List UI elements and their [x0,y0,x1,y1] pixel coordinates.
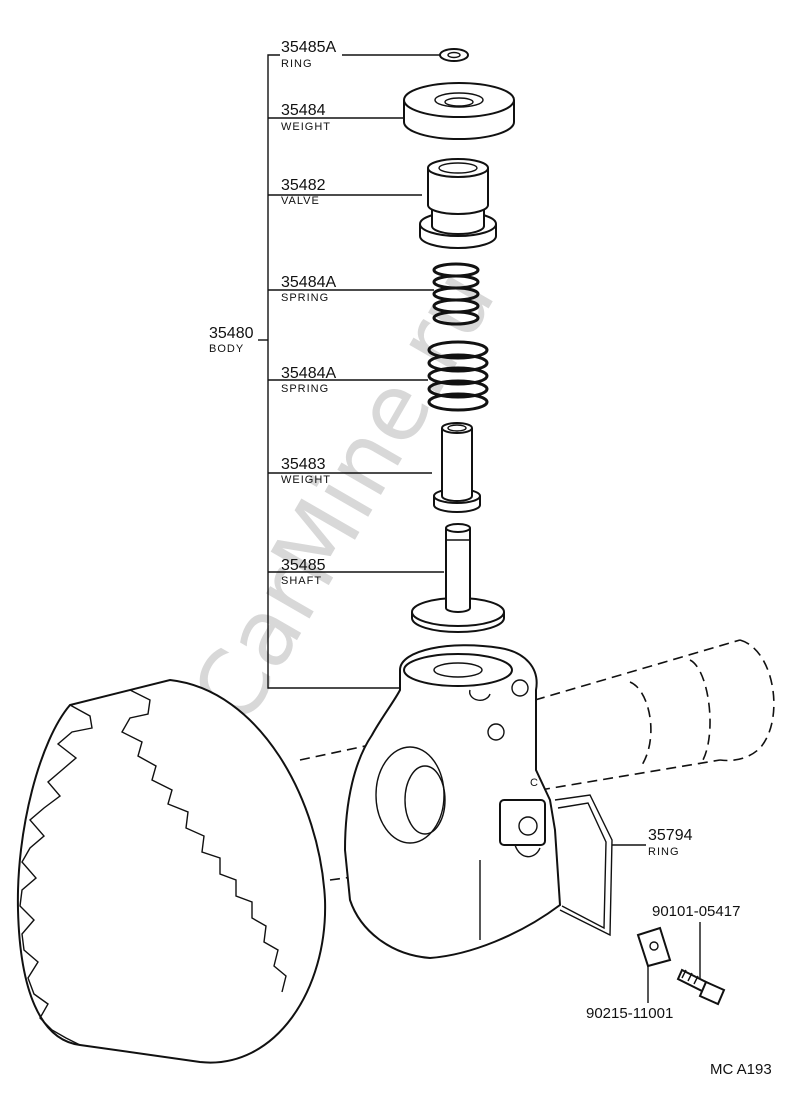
svg-text:WEIGHT: WEIGHT [281,121,331,133]
ring-clip-icon [554,794,613,937]
part-label-shaft: 35485 SHAFT [281,557,326,587]
part-label-spring-large: 35484A SPRING [281,365,336,395]
svg-text:35480: 35480 [209,325,254,342]
body-casting-icon: C [343,644,562,960]
figure-code: MC A193 [710,1061,772,1078]
part-label-ring-top: 35485A RING [281,39,336,70]
part-label-ring-clip: 35794 RING [612,827,693,858]
part-label-valve: 35482 VALVE [281,177,326,207]
svg-text:RING: RING [281,58,313,70]
svg-text:BODY: BODY [209,343,244,355]
washer-plate-icon [636,926,672,968]
part-label-weight-sleeve: 35483 WEIGHT [281,456,331,486]
svg-text:SPRING: SPRING [281,383,329,395]
svg-text:SHAFT: SHAFT [281,575,322,587]
part-label-spring-small: 35484A SPRING [281,274,336,304]
part-label-weight-top: 35484 WEIGHT [281,102,331,133]
part-label-body: 35480 BODY [209,325,254,355]
svg-text:RING: RING [648,846,680,858]
svg-text:35482: 35482 [281,177,326,194]
weight-sleeve-icon [433,422,481,513]
svg-text:35485: 35485 [281,557,326,574]
fastener-label-bolt: 90101-05417 [652,903,740,980]
body-mark-c: C [530,777,539,789]
svg-text:35484A: 35484A [281,365,336,382]
svg-text:35484A: 35484A [281,274,336,291]
svg-text:VALVE: VALVE [281,195,320,207]
svg-text:35483: 35483 [281,456,326,473]
fastener-label-washer: 90215-11001 [586,966,673,1022]
gear-drum-icon [16,678,327,1064]
valve-icon [419,158,497,249]
bolt-icon [676,968,726,1006]
shaft-icon [411,523,505,633]
ring-icon [439,48,469,62]
svg-text:WEIGHT: WEIGHT [281,474,331,486]
weight-disc-icon [403,82,515,140]
svg-text:SPRING: SPRING [281,292,329,304]
spring-small-icon [432,262,480,326]
svg-text:90215-11001: 90215-11001 [586,1005,673,1022]
body-bracket [258,54,444,689]
svg-text:35485A: 35485A [281,39,336,56]
spring-large-icon [427,340,489,412]
svg-text:35794: 35794 [648,827,693,844]
svg-text:35484: 35484 [281,102,326,119]
svg-text:90101-05417: 90101-05417 [652,903,740,920]
